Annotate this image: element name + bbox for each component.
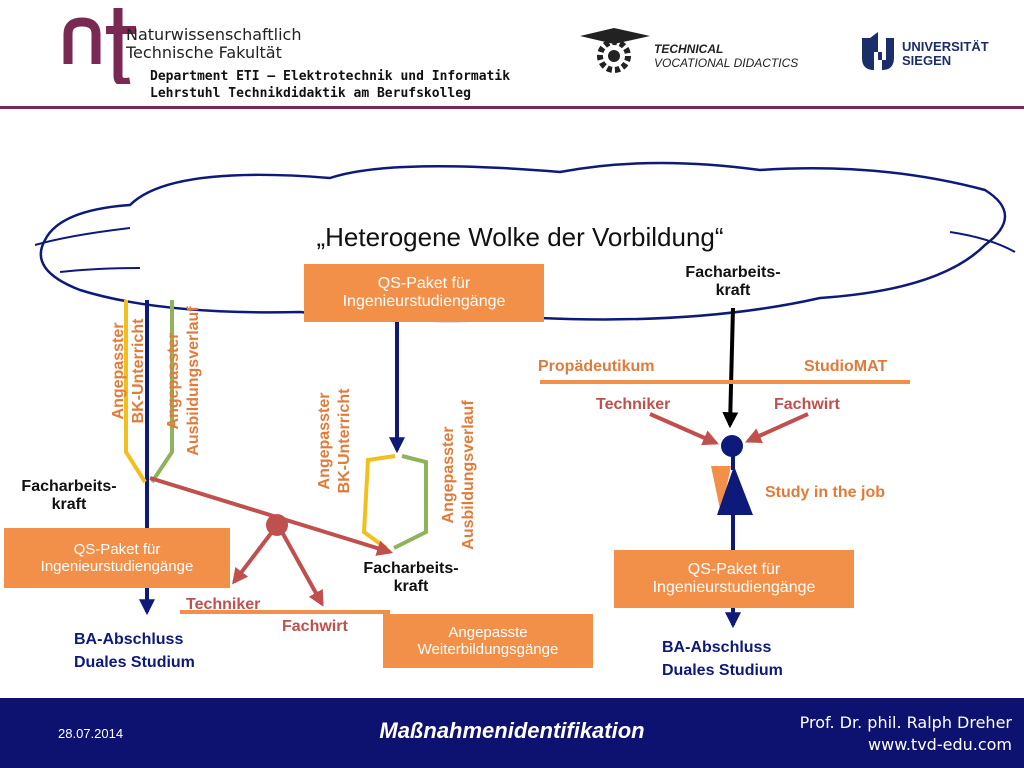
siegen-logo-text: UNIVERSITÄT SIEGEN: [902, 40, 989, 68]
footer-author: Prof. Dr. phil. Ralph Dreher www.tvd-edu…: [800, 712, 1012, 756]
propaedeutikum-label: Propädeutikum: [538, 358, 655, 375]
facharbeit-line2: kraft: [51, 496, 87, 513]
arrow-fachwirt-right: [745, 412, 809, 444]
facharbeit-label-cloud: Facharbeits- kraft: [668, 264, 798, 300]
qs-paket-line1: QS-Paket für: [73, 541, 161, 558]
ba-abschluss-left: BA-Abschluss Duales Studium: [74, 628, 195, 674]
ba-line2: Duales Studium: [74, 654, 195, 671]
fachwirt-right: Fachwirt: [774, 396, 840, 413]
cloud-shape: [39, 161, 1007, 323]
ba-abschluss-right: BA-Abschluss Duales Studium: [662, 636, 783, 682]
faculty-name: Naturwissenschaftlich Technische Fakultä…: [126, 26, 301, 62]
qs-paket-line1: QS-Paket für: [377, 275, 471, 292]
facharbeit-line1: Facharbeits-: [685, 264, 781, 281]
angepasster-line1: Angepasster: [165, 332, 182, 430]
fachwirt-left: Fachwirt: [282, 618, 348, 635]
facharbeit-label-left: Facharbeits- kraft: [4, 478, 134, 514]
footer-title: Maßnahmenidentifikation: [379, 718, 645, 743]
techniker-left: Techniker: [186, 596, 261, 613]
facharbeit-label-mid: Facharbeits- kraft: [346, 560, 476, 596]
ba-line1: BA-Abschluss: [662, 639, 772, 656]
header-divider: [0, 106, 1024, 109]
cloud-outline-lines: [34, 227, 1016, 273]
author-url: www.tvd-edu.com: [868, 735, 1012, 754]
bk-unterricht-line: BK-Unterricht: [130, 318, 147, 424]
diagram-graphics: [34, 161, 1016, 629]
siegen-logo-icon: [862, 32, 894, 70]
facharbeit-line2: kraft: [393, 578, 429, 595]
gear-hat-icon: [580, 28, 650, 73]
faculty-line1: Naturwissenschaftlich: [126, 25, 302, 44]
qs-paket-line2: Ingenieurstudiengänge: [40, 558, 194, 575]
footer-date: 28.07.2014: [58, 726, 124, 741]
tvd-line1: TECHNICAL: [654, 42, 724, 56]
arrow-techniker-right: [649, 412, 719, 446]
facharbeit-line1: Facharbeits-: [21, 478, 117, 495]
weiterbildung-box: Angepasste Weiterbildungsgänge: [383, 614, 593, 668]
weiterbildung-line1: Angepasste: [448, 624, 528, 641]
qs-paket-line2: Ingenieurstudiengänge: [342, 293, 506, 310]
red-pivot: [266, 514, 288, 536]
angepasster-line1: Angepasster: [316, 392, 333, 490]
nt-logo: [63, 8, 136, 84]
uni-line1: UNIVERSITÄT: [902, 39, 989, 54]
arrow-facharbeit-right: [722, 307, 739, 429]
study-in-job-label: Study in the job: [765, 484, 885, 501]
uni-line2: SIEGEN: [902, 53, 952, 68]
faculty-line2: Technische Fakultät: [126, 43, 282, 62]
facharbeit-line1: Facharbeits-: [363, 560, 459, 577]
path-green-left: [150, 300, 174, 484]
ba-line2: Duales Studium: [662, 662, 783, 679]
ausbildungsverlauf-line: Ausbildungsverlauf: [460, 400, 477, 550]
path-green-mid: [393, 454, 428, 550]
angepasster-bk-left: Angepasster BK-Unterricht: [109, 301, 151, 441]
department-name: Department ETI – Elektrotechnik und Info…: [150, 68, 510, 102]
angepasster-av-mid: Angepasster Ausbildungsverlauf: [439, 385, 481, 565]
qs-paket-line2: Ingenieurstudiengänge: [652, 579, 816, 596]
orange-triangle: [711, 466, 731, 514]
dept-line1: Department ETI – Elektrotechnik und Info…: [150, 69, 511, 84]
qs-paket-box-left: QS-Paket für Ingenieurstudiengänge: [4, 528, 230, 588]
angepasster-av-left: Angepasster Ausbildungsverlauf: [164, 296, 206, 466]
angepasster-line1: Angepasster: [440, 426, 457, 524]
techniker-right: Techniker: [596, 396, 671, 413]
facharbeit-line2: kraft: [715, 282, 751, 299]
tvd-logo-text: TECHNICAL VOCATIONAL DIDACTICS: [654, 42, 798, 70]
arrow-fachwirt-left: [280, 531, 324, 607]
red-diagonal-line: [149, 476, 394, 556]
ba-line1: BA-Abschluss: [74, 631, 184, 648]
footer-bar: [0, 698, 1024, 768]
angepasster-bk-mid: Angepasster BK-Unterricht: [315, 371, 357, 511]
ausbildungsverlauf-line: Ausbildungsverlauf: [185, 306, 202, 456]
qs-paket-box-right: QS-Paket für Ingenieurstudiengänge: [614, 550, 854, 608]
navy-node: [721, 435, 743, 457]
angepasster-line1: Angepasster: [110, 322, 127, 420]
arrow-techniker-left: [232, 530, 274, 585]
bk-unterricht-line: BK-Unterricht: [336, 388, 353, 494]
cloud-title: „Heterogene Wolke der Vorbildung“: [316, 222, 724, 252]
qs-paket-line1: QS-Paket für: [687, 561, 781, 578]
path-yellow-left: [124, 300, 147, 484]
navy-triangle: [717, 466, 753, 515]
qs-paket-box-top: QS-Paket für Ingenieurstudiengänge: [304, 264, 544, 322]
path-yellow-mid: [361, 454, 396, 550]
studiomat-label: StudioMAT: [804, 358, 888, 375]
dept-line2: Lehrstuhl Technikdidaktik am Berufskolle…: [150, 86, 471, 101]
tvd-line2: VOCATIONAL DIDACTICS: [654, 56, 799, 70]
author-name: Prof. Dr. phil. Ralph Dreher: [799, 713, 1012, 732]
weiterbildung-line2: Weiterbildungsgänge: [417, 641, 559, 658]
